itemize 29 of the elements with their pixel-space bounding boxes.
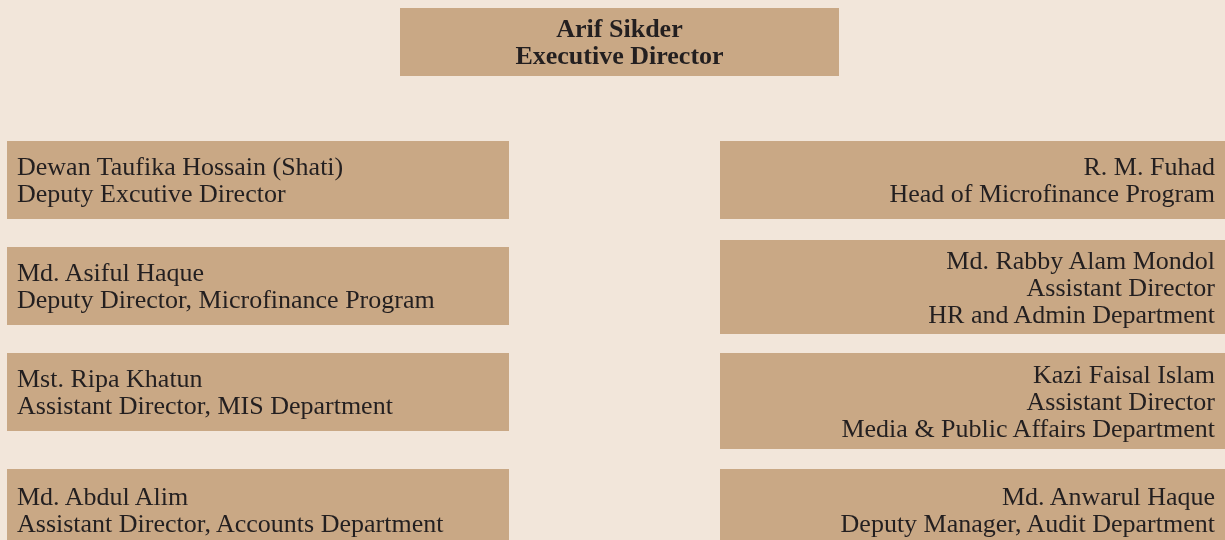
person-name: R. M. Fuhad [1083,153,1215,180]
job-title: Deputy Excutive Director [17,180,286,207]
org-box [720,469,1225,540]
job-title: Executive Director [515,42,724,69]
job-title: Media & Public Affairs Department [841,414,1215,442]
org-box [720,141,1225,219]
org-box [720,240,1225,334]
person-name: Md. Asiful Haque [17,259,205,286]
job-title: Assistant Director, MIS Department [17,392,393,419]
org-box [400,8,839,76]
person-name: Mst. Ripa Khatun [17,365,203,392]
org-box [7,353,509,431]
person-name: Md. Anwarul Haque [1002,483,1215,510]
org-box [7,469,509,540]
person-name: Kazi Faisal Islam [1033,360,1215,388]
job-title: Deputy Director, Microfinance Program [17,286,435,313]
person-name: Arif Sikder [556,15,683,42]
job-title: Head of Microfinance Program [889,180,1215,207]
person-name: Dewan Taufika Hossain (Shati) [17,153,344,180]
person-name: Md. Rabby Alam Mondol [946,246,1215,274]
org-box [720,353,1225,449]
job-title: Assistant Director [1026,273,1215,301]
org-box [7,141,509,219]
person-name: Md. Abdul Alim [17,483,189,510]
job-title: Assistant Director, Accounts Department [17,510,444,537]
job-title: Assistant Director [1026,387,1215,415]
job-title: HR and Admin Department [928,300,1215,328]
job-title: Deputy Manager, Audit Department [840,510,1215,537]
org-box [7,247,509,325]
